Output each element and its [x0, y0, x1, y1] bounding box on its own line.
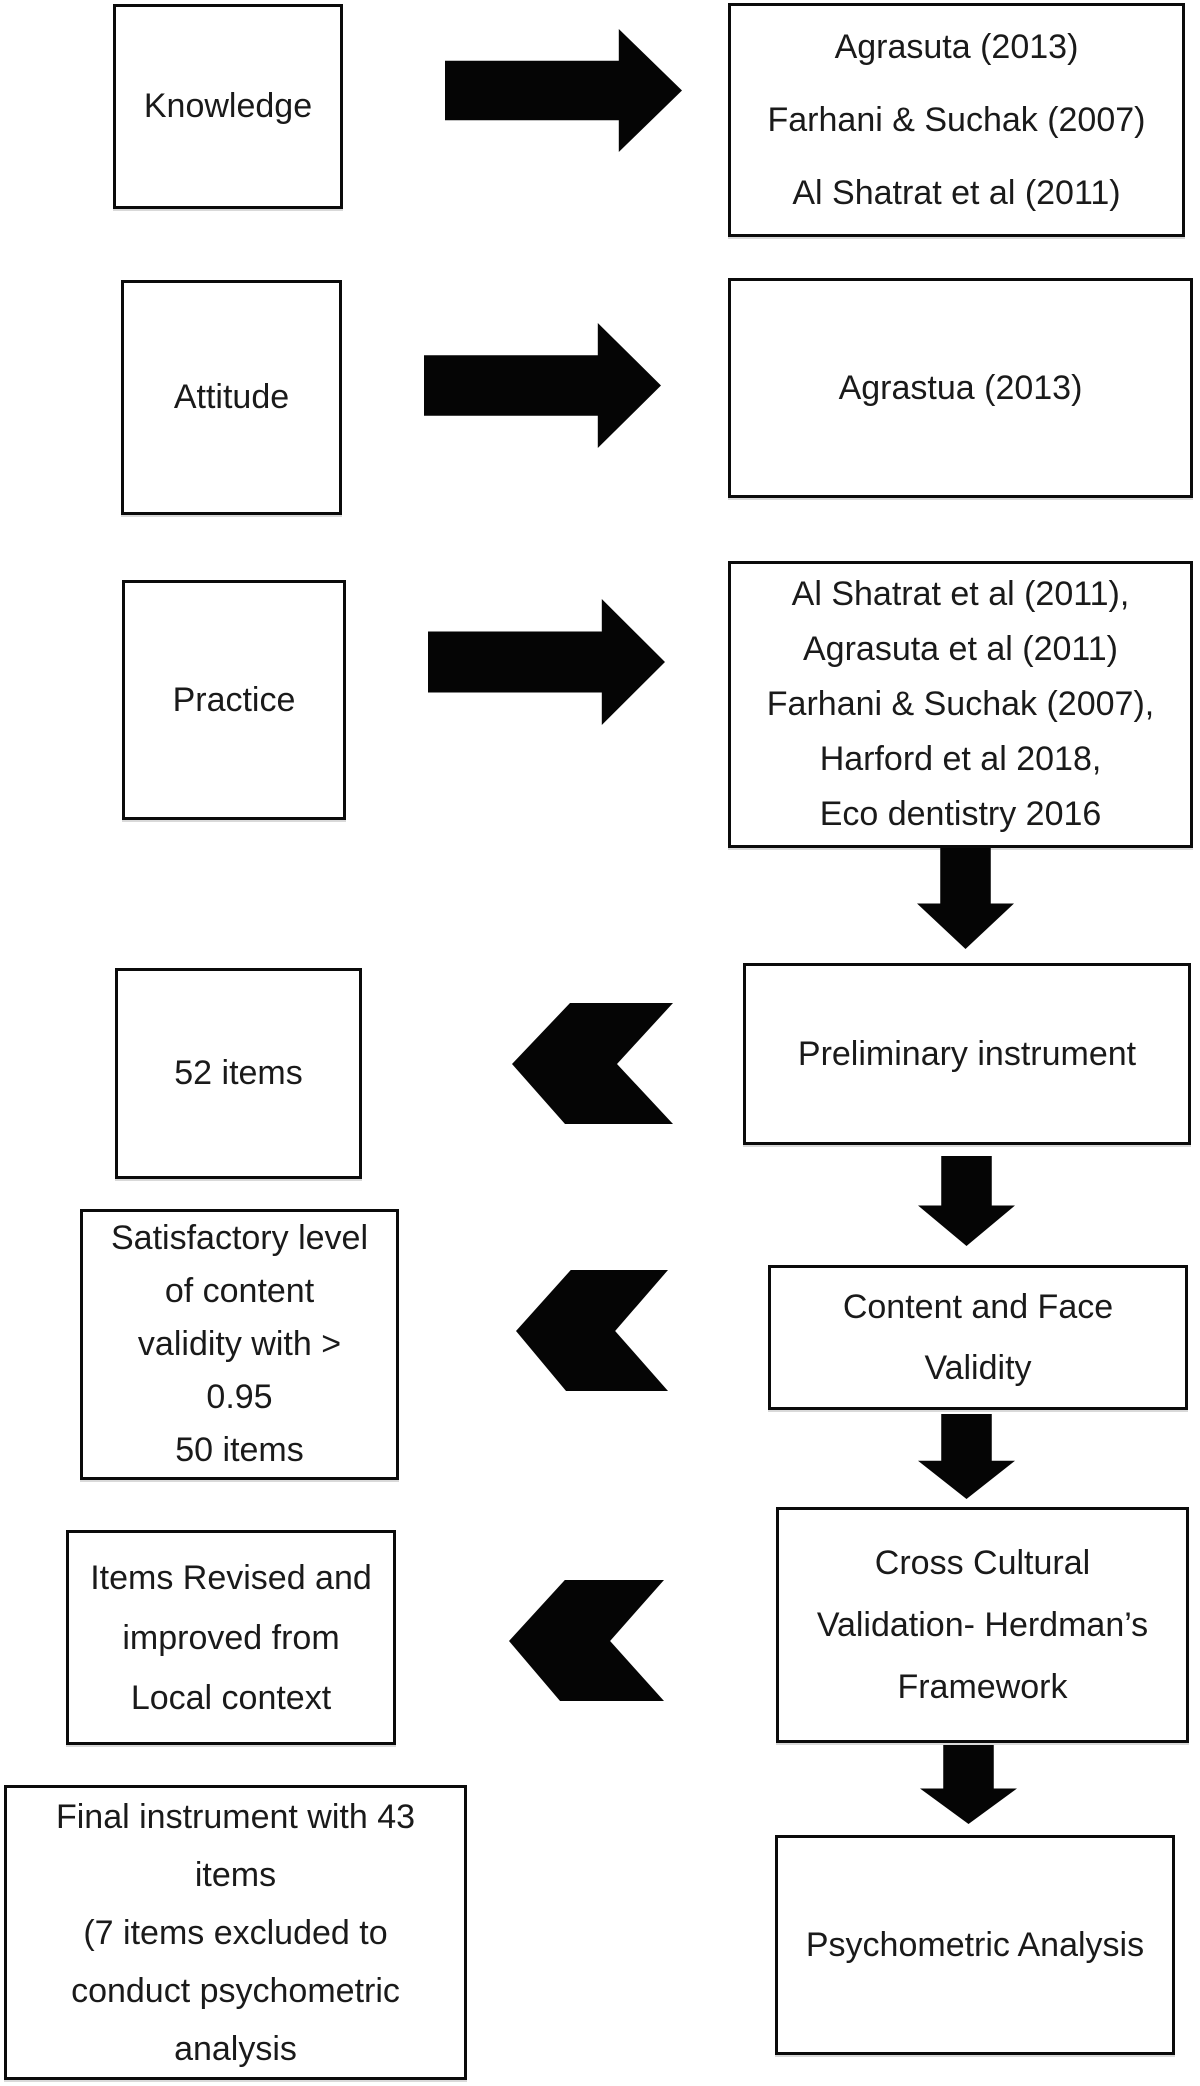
arrow-down-icon [918, 1156, 1015, 1246]
chevron-left-icon [509, 1580, 664, 1701]
box-knowledge-references: Agrasuta (2013) Farhani & Suchak (2007) … [728, 3, 1185, 237]
box-attitude: Attitude [121, 280, 342, 515]
box-cross-cultural-validation: Cross Cultural Validation- Herdman’s Fra… [776, 1507, 1189, 1743]
arrow-down-icon [918, 1414, 1015, 1499]
box-52-items: 52 items [115, 968, 362, 1179]
arrow-right-icon [424, 323, 661, 448]
box-items-revised: Items Revised and improved from Local co… [66, 1530, 396, 1745]
box-practice-references: Al Shatrat et al (2011), Agrasuta et al … [728, 561, 1193, 848]
box-knowledge: Knowledge [113, 4, 343, 209]
chevron-left-icon [512, 1003, 673, 1124]
box-practice: Practice [122, 580, 346, 820]
box-preliminary-instrument: Preliminary instrument [743, 963, 1191, 1145]
chevron-left-icon [516, 1270, 668, 1391]
box-attitude-references: Agrastua (2013) [728, 278, 1193, 498]
box-content-face-validity: Content and Face Validity [768, 1265, 1188, 1410]
arrow-right-icon [445, 29, 682, 152]
box-final-instrument: Final instrument with 43 items (7 items … [4, 1785, 467, 2080]
arrow-down-icon [920, 1745, 1017, 1824]
box-satisfactory-content-validity: Satisfactory level of content validity w… [80, 1209, 399, 1480]
arrow-down-icon [917, 848, 1014, 949]
arrow-right-icon [428, 599, 665, 725]
box-psychometric-analysis: Psychometric Analysis [775, 1835, 1175, 2055]
